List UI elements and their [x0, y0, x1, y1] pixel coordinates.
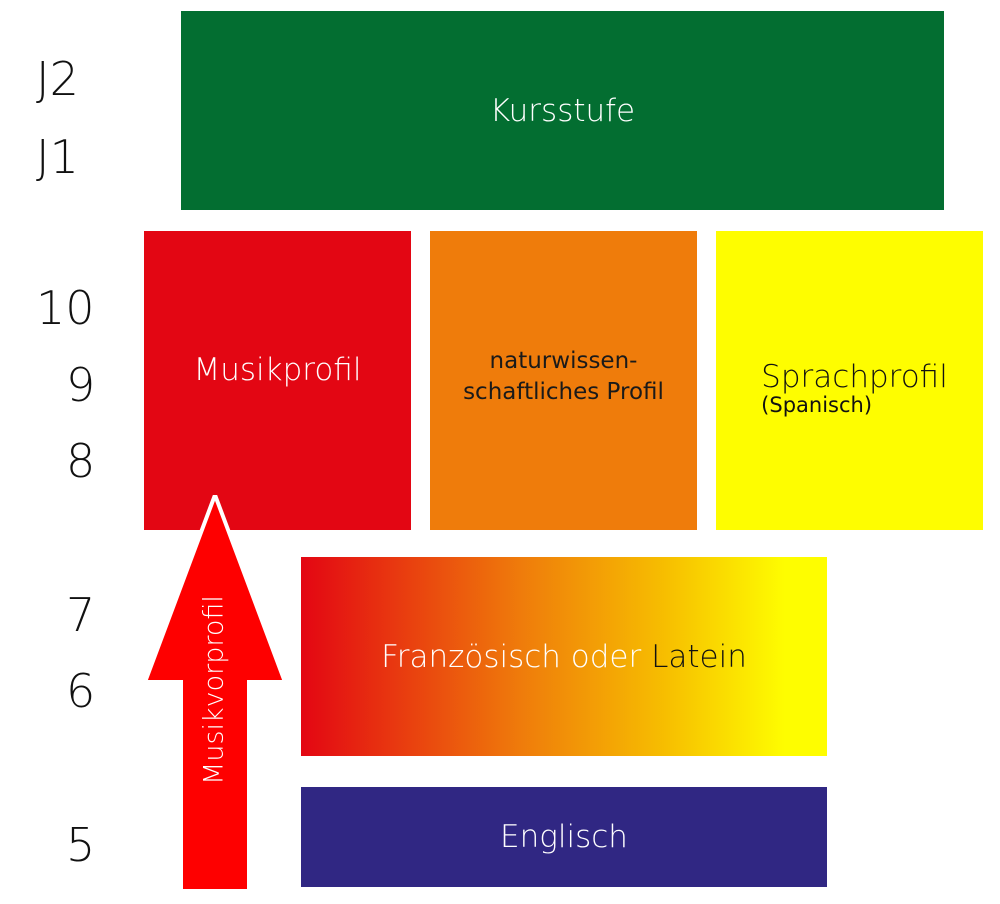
musikprofil-box: Musikprofil [144, 231, 411, 530]
grade-label-9: 9 [66, 358, 96, 412]
sprachprofil-label: Sprachprofil [761, 359, 948, 395]
kursstufe-label: Kursstufe [489, 92, 636, 129]
naturwissenschaftlich-label-line1: naturwissen- [489, 348, 638, 374]
naturwissenschaftliches-profil-box: naturwissen- schaftliches Profil [430, 231, 697, 530]
musikprofil-label: Musikprofil [193, 352, 362, 388]
grade-label-5: 5 [66, 818, 96, 872]
grade-label-8: 8 [66, 434, 96, 488]
fremdsprache-label-part2: Latein [651, 638, 747, 675]
musikvorprofil-label: Musikvorprofil [198, 595, 230, 785]
grade-label-10: 10 [36, 281, 95, 335]
musikvorprofil-arrow-shape [145, 495, 285, 893]
fremdsprache-box: Französisch oder Latein [301, 557, 827, 756]
grade-label-6: 6 [66, 664, 96, 718]
musikvorprofil-arrow [145, 495, 285, 893]
englisch-label: Englisch [500, 819, 628, 855]
kursstufe-box: Kursstufe [181, 11, 944, 210]
grade-label-j1: J1 [36, 130, 79, 184]
grade-label-7: 7 [66, 588, 96, 642]
englisch-box: Englisch [301, 787, 827, 887]
sprachprofil-sub-label: (Spanisch) [761, 393, 873, 417]
sprachprofil-box: Sprachprofil (Spanisch) [716, 231, 983, 530]
grade-label-j2: J2 [36, 52, 79, 106]
naturwissenschaftlich-label-line2: schaftliches Profil [463, 379, 664, 406]
fremdsprache-label-part1: Französisch oder [381, 638, 652, 675]
